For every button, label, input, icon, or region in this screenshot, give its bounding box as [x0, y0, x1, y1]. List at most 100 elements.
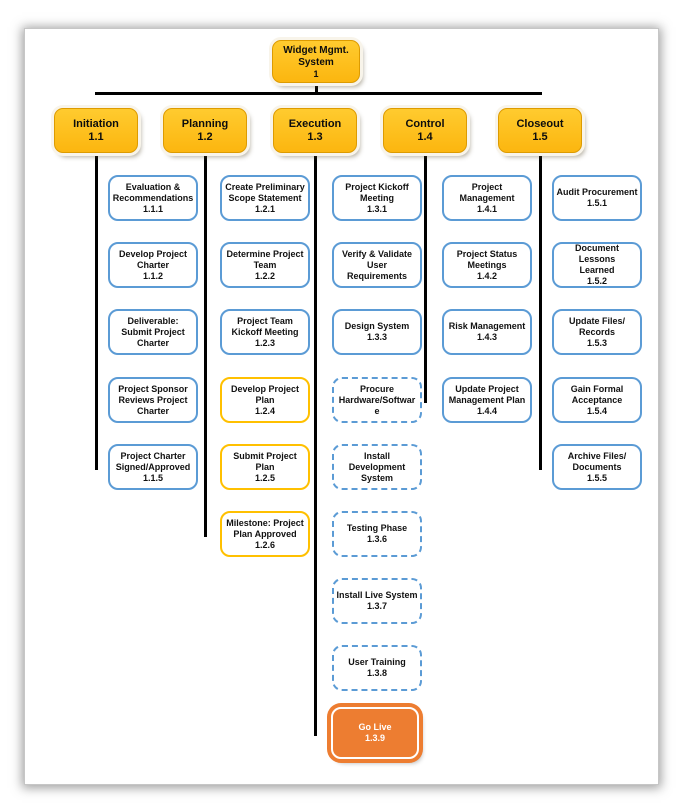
wbs-box-archive-files-documents: Archive Files/ Documents 1.5.5 — [540, 444, 642, 490]
wbs-phase-planning: Planning 1.2 — [163, 92, 247, 153]
box-title: Develop Project Plan — [230, 383, 300, 405]
box-number: 1.3.9 — [364, 733, 386, 743]
wbs-box-update-project-management-plan: Update Project Management Plan 1.4.4 — [425, 377, 532, 423]
wbs-box-verify-validate-user-requirements: Verify & Validate User Requirements — [315, 242, 422, 288]
box-title: Testing Phase — [346, 523, 408, 533]
box-title: Closeout — [516, 117, 564, 130]
wbs-phase-execution: Execution 1.3 — [273, 92, 357, 153]
box-number: 1.3.3 — [366, 332, 388, 342]
box-number: 1.3.7 — [366, 601, 388, 611]
box-number: 1.1.5 — [142, 472, 164, 483]
box-number: 1.5.5 — [586, 472, 608, 483]
wbs-box-submit-project-plan: Submit Project Plan 1.2.5 — [205, 444, 310, 490]
box-title: Verify & Validate User Requirements — [341, 248, 413, 281]
box-number: 1.3 — [307, 130, 323, 143]
wbs-box-audit-procurement: Audit Procurement 1.5.1 — [540, 175, 642, 221]
box-title: Submit Project Plan — [233, 450, 297, 472]
wbs-box-evaluation-recommendations: Evaluation & Recommendations 1.1.1 — [96, 175, 198, 221]
box-title: User Training — [348, 657, 406, 667]
box-number: 1.3.8 — [366, 668, 388, 678]
wbs-box-determine-project-team: Determine Project Team 1.2.2 — [205, 242, 310, 288]
connector-trunk-planning — [203, 151, 207, 537]
box-number: 1.5 — [532, 130, 548, 143]
box-number: 1.2.3 — [254, 337, 276, 348]
box-title: Archive Files/ Documents — [567, 450, 627, 472]
box-number: 1.2.6 — [254, 539, 276, 550]
wbs-box-develop-project-plan: Develop Project Plan 1.2.4 — [205, 377, 310, 423]
box-title: Initiation — [73, 117, 119, 130]
box-title: Project Charter Signed/Approved — [115, 450, 191, 472]
box-title: Project Management — [459, 181, 515, 203]
box-title: Install Live System — [336, 590, 418, 600]
box-title: Update Project Management Plan — [448, 383, 526, 405]
box-number: 1.2 — [197, 130, 213, 143]
wbs-phase-initiation: Initiation 1.1 — [54, 92, 138, 153]
box-number: 1.2.5 — [254, 472, 276, 483]
wbs-box-project-status-meetings: Project Status Meetings 1.4.2 — [425, 242, 532, 288]
box-number: 1.2.2 — [254, 270, 276, 281]
box-title: Widget Mgmt. System — [283, 44, 349, 68]
wbs-box-install-development-system: Install Development System — [315, 444, 422, 490]
connector-main-horizontal — [94, 92, 542, 95]
box-number: 1.3.6 — [366, 534, 388, 544]
wbs-box-project-kickoff-meeting: Project Kickoff Meeting 1.3.1 — [315, 175, 422, 221]
connector-trunk-control — [423, 151, 427, 403]
box-number: 1.4 — [417, 130, 433, 143]
box-number: 1.5.3 — [586, 337, 608, 348]
wbs-box-install-live-system: Install Live System 1.3.7 — [315, 578, 422, 624]
box-title: Audit Procurement — [556, 187, 638, 197]
box-title: Update Files/ Records — [568, 315, 625, 337]
box-number: 1.1 — [88, 130, 104, 143]
box-title: Gain Formal Acceptance — [570, 383, 624, 405]
wbs-box-update-files-records: Update Files/ Records 1.5.3 — [540, 309, 642, 355]
box-title: Planning — [181, 117, 229, 130]
wbs-box-project-management: Project Management 1.4.1 — [425, 175, 532, 221]
wbs-box-gain-formal-acceptance: Gain Formal Acceptance 1.5.4 — [540, 377, 642, 423]
wbs-box-milestone-project-plan-approved: Milestone: Project Plan Approved 1.2.6 — [205, 511, 310, 557]
box-title: Execution — [288, 117, 342, 130]
wbs-box-user-training: User Training 1.3.8 — [315, 645, 422, 691]
box-number: 1.4.4 — [476, 405, 498, 416]
wbs-box-create-preliminary-scope-statement: Create Preliminary Scope Statement 1.2.1 — [205, 175, 310, 221]
wbs-box-procure-hardware-software: Procure Hardware/Softwar e — [315, 377, 422, 423]
wbs-box-testing-phase: Testing Phase 1.3.6 — [315, 511, 422, 557]
box-number: 1.2.4 — [254, 405, 276, 416]
box-title: Go Live — [358, 722, 392, 732]
box-title: Project Kickoff Meeting — [345, 181, 409, 203]
box-number: 1.4.1 — [476, 203, 498, 214]
box-title: Determine Project Team — [226, 248, 304, 270]
box-title: Procure Hardware/Softwar e — [338, 383, 416, 416]
wbs-box-develop-project-charter: Develop Project Charter 1.1.2 — [96, 242, 198, 288]
wbs-phase-closeout: Closeout 1.5 — [498, 92, 582, 153]
box-title: Develop Project Charter — [118, 248, 188, 270]
wbs-box-document-lessons-learned: Document Lessons Learned 1.5.2 — [540, 242, 642, 288]
box-number: 1.3.1 — [366, 203, 388, 214]
connector-trunk-execution — [313, 151, 317, 736]
box-title: Create Preliminary Scope Statement — [225, 181, 305, 203]
box-number: 1 — [313, 68, 319, 79]
box-title: Project Sponsor Reviews Project Charter — [118, 383, 188, 416]
wbs-root-widget-mgmt-system: Widget Mgmt. System 1 — [272, 40, 360, 83]
box-number: 1.5.2 — [586, 276, 608, 286]
box-title: Risk Management — [448, 321, 526, 331]
box-title: Install Development System — [348, 450, 406, 483]
connector-trunk-initiation — [94, 151, 98, 470]
box-number: 1.1.2 — [142, 270, 164, 281]
box-title: Control — [405, 117, 445, 130]
wbs-box-deliverable-submit-project-charter: Deliverable: Submit Project Charter — [96, 309, 198, 355]
box-title: Project Status Meetings — [456, 248, 518, 270]
box-number: 1.4.2 — [476, 270, 498, 281]
wbs-box-project-team-kickoff-meeting: Project Team Kickoff Meeting 1.2.3 — [205, 309, 310, 355]
box-number: 1.1.1 — [142, 203, 164, 214]
box-title: Milestone: Project Plan Approved — [226, 517, 304, 539]
wbs-box-project-sponsor-reviews-charter: Project Sponsor Reviews Project Charter — [96, 377, 198, 423]
box-title: Design System — [344, 321, 410, 331]
box-number: 1.2.1 — [254, 203, 276, 214]
connector-trunk-closeout — [538, 151, 542, 470]
wbs-box-design-system: Design System 1.3.3 — [315, 309, 422, 355]
wbs-phase-control: Control 1.4 — [383, 92, 467, 153]
box-title: Project Team Kickoff Meeting — [231, 315, 299, 337]
wbs-box-project-charter-signed-approved: Project Charter Signed/Approved 1.1.5 — [96, 444, 198, 490]
box-title: Document Lessons Learned — [574, 243, 619, 275]
